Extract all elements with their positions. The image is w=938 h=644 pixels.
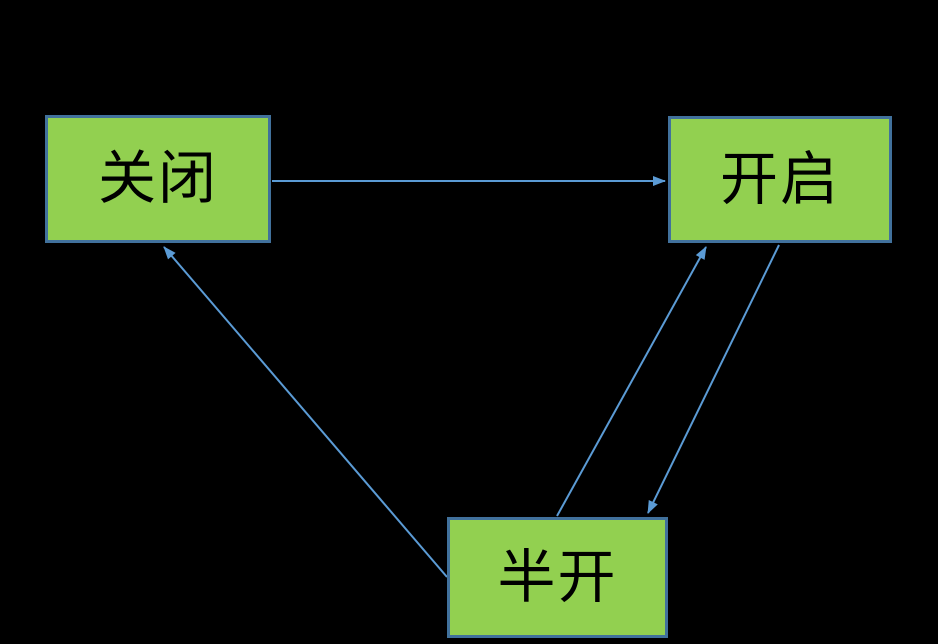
node-half-open: 半开 xyxy=(447,517,668,638)
node-open: 开启 xyxy=(668,116,892,243)
edge-open-to-halfopen xyxy=(647,244,780,514)
edge-halfopen-to-closed xyxy=(163,246,448,578)
node-open-label: 开启 xyxy=(719,146,840,212)
edge-halfopen-to-open xyxy=(556,246,707,517)
node-closed: 关闭 xyxy=(45,115,271,243)
node-closed-label: 关闭 xyxy=(97,146,218,211)
node-half-open-label: 半开 xyxy=(497,544,618,610)
